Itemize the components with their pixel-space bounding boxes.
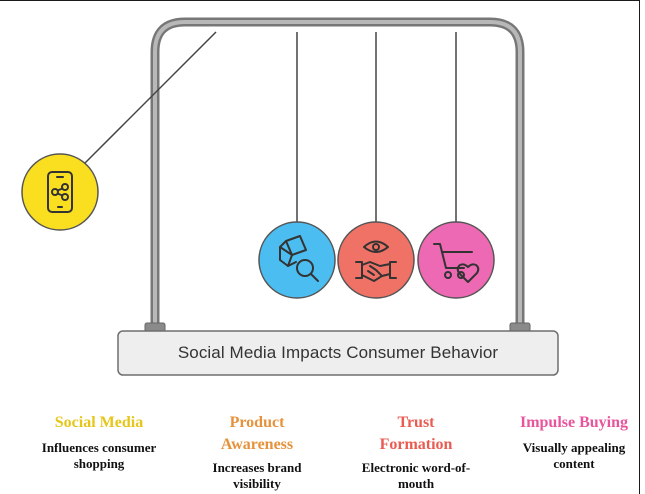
eye-handshake-icon [355,240,397,282]
box-search-icon [279,235,319,282]
node-heading: Trust Formation [379,414,453,453]
string-social-media [81,31,217,167]
cradle-base [117,330,559,376]
node-trust-formation: Trust Formation Electronic word-of-mouth [341,412,491,492]
cart-heart-icon [433,243,480,283]
ball-trust-formation [337,221,415,299]
node-product-awareness: Product Awareness Increases brand visibi… [182,412,332,492]
ball-impulse-buying [417,221,495,299]
node-description: Influences consumer shopping [41,440,157,471]
smartphone-share-icon [47,171,73,213]
ball-social-media [21,153,99,231]
node-heading: Impulse Buying [519,414,629,431]
node-heading: Social Media [54,414,144,431]
node-social-media: Social Media Influences consumer shoppin… [24,412,174,472]
diagram-title: Social Media Impacts Consumer Behavior [177,343,499,362]
newtons-cradle-diagram [21,17,559,376]
cradle-frame-highlight [153,20,522,328]
node-description: Increases brand visibility [212,460,302,491]
node-description: Visually appealing content [522,440,626,471]
node-impulse-buying: Impulse Buying Visually appealing conten… [499,412,645,472]
ball-product-awareness [258,221,336,299]
node-heading: Product Awareness [220,414,294,453]
node-description: Electronic word-of-mouth [361,460,471,491]
